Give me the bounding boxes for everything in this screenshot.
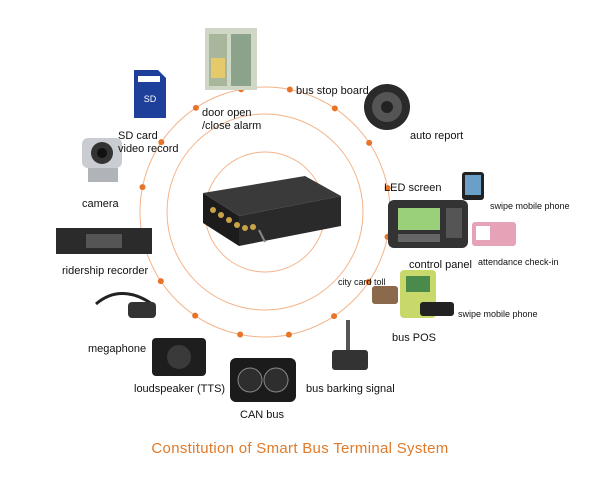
megaphone-icon: [95, 292, 156, 318]
speaker-icon: [364, 84, 410, 130]
label-control-panel: control panel: [409, 259, 472, 271]
ring-dot: [366, 139, 373, 146]
control-panel-icon: [388, 200, 468, 248]
attendance-card-icon: [472, 222, 516, 246]
ridership-recorder-icon: [56, 228, 152, 254]
brake-pedal-icon: [332, 320, 368, 370]
label-swipe-phone-2: swipe mobile phone: [458, 309, 538, 319]
ring-dot: [158, 139, 165, 146]
sd-card-icon: SD: [134, 70, 166, 118]
ring-dot: [237, 331, 244, 338]
svg-text:SD: SD: [144, 94, 157, 104]
ring-dot: [331, 105, 338, 112]
label-braking: bus barking signal: [306, 383, 395, 395]
label-megaphone: megaphone: [88, 343, 147, 355]
label-swipe-phone-1: swipe mobile phone: [490, 201, 570, 211]
label-bus-pos: bus POS: [392, 332, 437, 344]
mobile-phone-icon: [462, 172, 484, 200]
ring-dot: [331, 313, 338, 320]
label-loudspeaker: loudspeaker (TTS): [134, 383, 226, 395]
ring-dot: [192, 312, 199, 319]
label-sd-card: SD card video record: [118, 130, 179, 155]
ring-dot: [286, 86, 293, 93]
label-camera: camera: [82, 198, 119, 210]
label-door-alarm: door open /close alarm: [202, 107, 262, 132]
camera-icon: [82, 138, 122, 182]
door-photo: [205, 28, 257, 90]
ring-dot: [157, 278, 164, 285]
label-led-screen: LED screen: [384, 182, 442, 194]
can-bus-dashboard-icon: [230, 358, 296, 402]
ring-dot: [384, 185, 391, 192]
middle-ring: [166, 113, 364, 311]
label-bus-stop-board: bus stop board: [296, 85, 369, 97]
mobile-phone-icon-2: [420, 302, 454, 316]
page-title: Constitution of Smart Bus Terminal Syste…: [151, 440, 449, 457]
loudspeaker-icon: [152, 338, 206, 376]
label-city-card: city card toll: [338, 277, 386, 287]
label-auto-report: auto report: [410, 130, 464, 142]
central-terminal-device: [203, 176, 341, 246]
ring-dot: [139, 184, 146, 191]
label-ridership: ridership recorder: [62, 265, 149, 277]
ring-dot: [285, 331, 292, 338]
label-can-bus: CAN bus: [240, 409, 285, 421]
ring-dot: [365, 278, 372, 285]
ring-dot: [192, 104, 199, 111]
label-attendance: attendance check-in: [478, 257, 559, 267]
